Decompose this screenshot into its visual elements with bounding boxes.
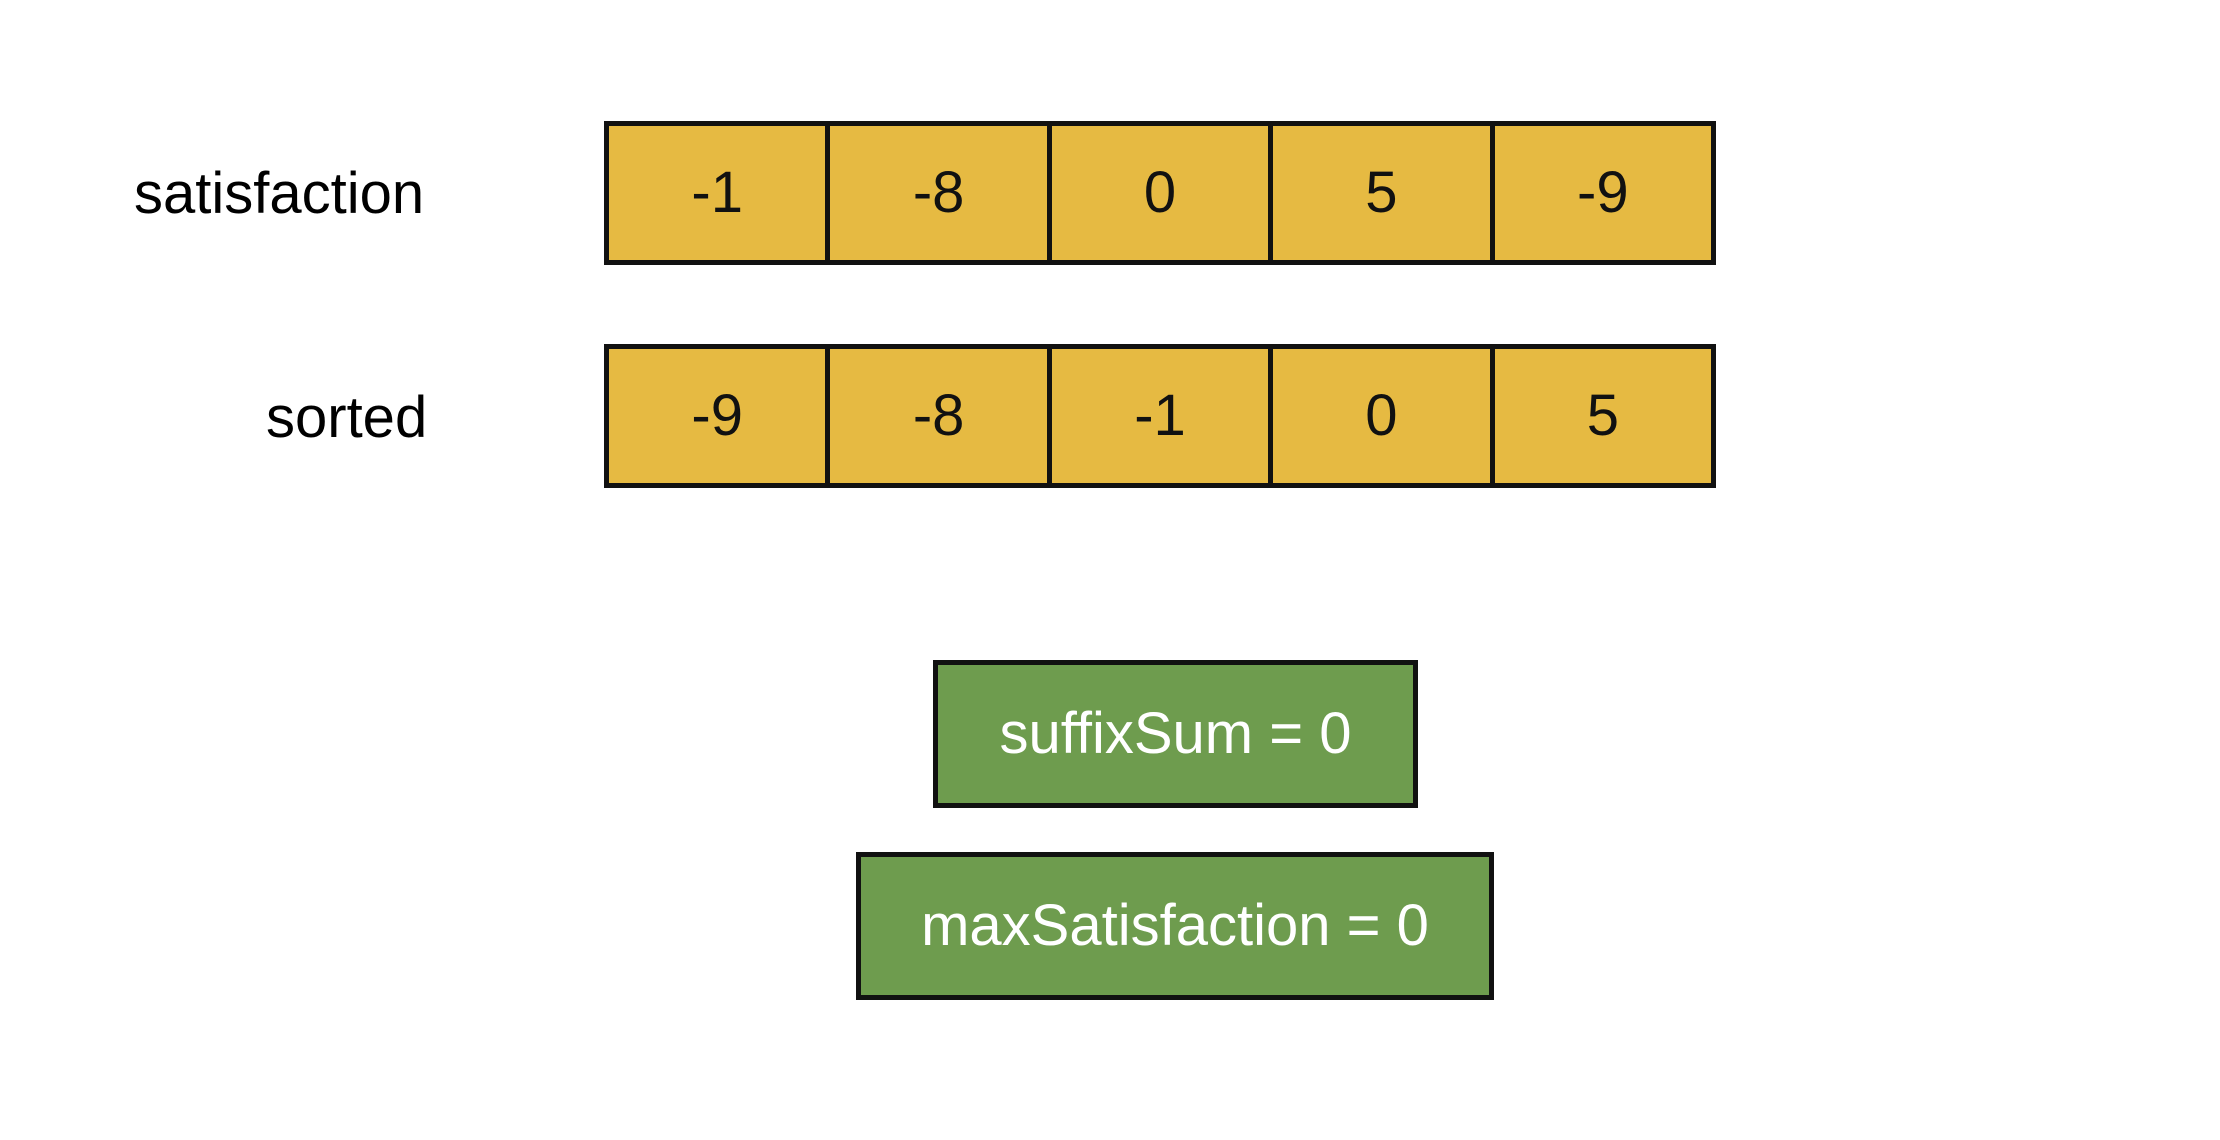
satisfaction-array: -1 -8 0 5 -9 <box>604 121 1717 265</box>
satisfaction-label: satisfaction <box>134 161 425 226</box>
array-cell: 0 <box>1046 121 1274 265</box>
array-cell: -1 <box>1046 344 1274 488</box>
max-satisfaction-box: maxSatisfaction = 0 <box>856 852 1494 1000</box>
array-cell: 5 <box>1268 121 1495 265</box>
suffix-sum-box: suffixSum = 0 <box>933 660 1418 808</box>
array-cell: 0 <box>1268 344 1495 488</box>
array-cell: -9 <box>604 344 831 488</box>
array-cell: -9 <box>1489 121 1717 265</box>
array-cell: -8 <box>825 344 1052 488</box>
array-cell: 5 <box>1489 344 1717 488</box>
sorted-label: sorted <box>266 385 428 450</box>
array-cell: -1 <box>604 121 831 265</box>
sorted-array: -9 -8 -1 0 5 <box>604 344 1717 488</box>
array-cell: -8 <box>825 121 1052 265</box>
